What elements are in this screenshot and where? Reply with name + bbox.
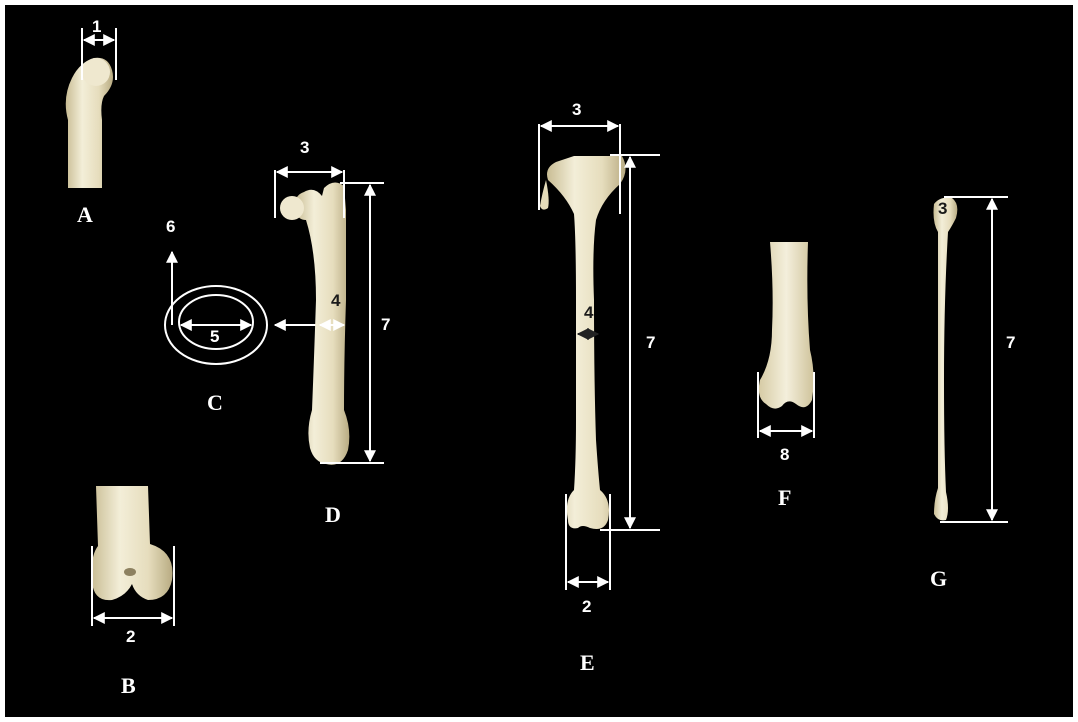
label-measure-6: 6 — [166, 217, 175, 236]
femoral-head-d — [280, 196, 304, 220]
panel-label-c: C — [207, 390, 223, 415]
label-measure-3-d: 3 — [300, 138, 309, 157]
intercondylar-notch-b — [124, 568, 136, 576]
panel-label-f: F — [778, 485, 791, 510]
label-measure-5: 5 — [210, 327, 219, 346]
panel-label-b: B — [121, 673, 136, 698]
label-measure-7-g: 7 — [1006, 333, 1015, 352]
label-measure-4-e: 4 — [584, 303, 594, 322]
label-measure-4-d: 4 — [331, 291, 341, 310]
label-measure-7-e: 7 — [646, 333, 655, 352]
panel-label-d: D — [325, 502, 341, 527]
panel-label-g: G — [930, 566, 947, 591]
label-measure-2-b: 2 — [126, 627, 135, 646]
femoral-head-a — [82, 58, 110, 86]
panel-label-a: A — [77, 202, 93, 227]
black-background — [5, 5, 1073, 717]
label-measure-7-d: 7 — [381, 315, 390, 334]
label-measure-3-e: 3 — [572, 100, 581, 119]
panel-label-e: E — [580, 650, 595, 675]
label-measure-1: 1 — [92, 17, 101, 36]
label-measure-2-e: 2 — [582, 597, 591, 616]
label-measure-3-g: 3 — [938, 199, 947, 218]
label-measure-8: 8 — [780, 445, 789, 464]
